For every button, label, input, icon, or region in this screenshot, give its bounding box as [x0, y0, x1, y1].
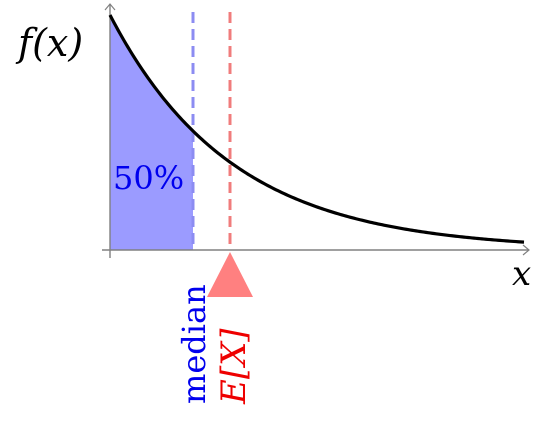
y-axis-label: f(x): [15, 21, 83, 65]
mean-marker: [207, 252, 253, 297]
y-axis-arrow: [104, 3, 116, 11]
area-percentage-label: 50%: [113, 159, 184, 197]
x-axis-arrow: [522, 244, 530, 256]
median-label: median: [175, 284, 213, 404]
median-shaded-area: [110, 15, 193, 250]
density-curve: [108, 14, 525, 244]
mean-label: E[X]: [214, 328, 254, 405]
x-axis-label: x: [512, 254, 531, 294]
